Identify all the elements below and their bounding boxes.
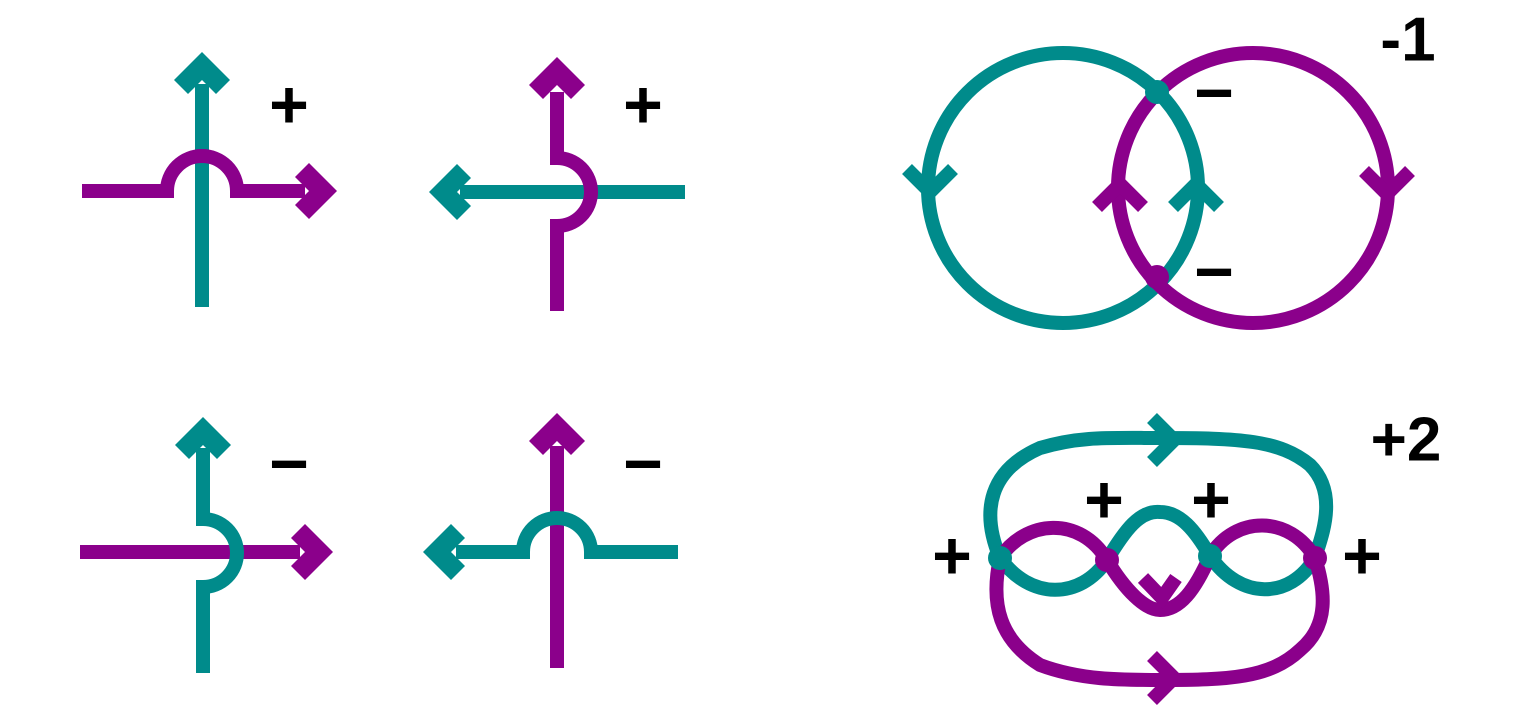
purple-outer-arc — [989, 555, 1330, 688]
purple-wave — [994, 518, 1322, 618]
crossing-positive-b: + — [429, 57, 685, 311]
crossing-dot — [1095, 548, 1119, 572]
crossing-sign: − — [1194, 234, 1234, 310]
teal-strand — [456, 511, 678, 559]
purple-arrow-down-icon — [1359, 166, 1415, 204]
teal-outer-arc — [983, 430, 1334, 561]
purple-arrowhead-up — [529, 57, 585, 99]
teal-arrow-down-icon — [902, 164, 958, 202]
crossing-sign: + — [269, 67, 309, 143]
crossing-sign: + — [1191, 462, 1231, 538]
purple-arrowhead-up — [529, 413, 585, 455]
crossing-sign: − — [269, 426, 309, 502]
teal-arrow-up-icon — [1168, 174, 1224, 212]
crossing-sign: + — [623, 67, 663, 143]
teal-arrowhead-left — [423, 524, 465, 580]
crossing-positive-a: + — [82, 52, 337, 307]
purple-strand — [82, 149, 305, 198]
crossing-dot — [1303, 546, 1327, 570]
teal-arrowhead-left — [429, 164, 471, 220]
crossing-sign: + — [1342, 518, 1382, 594]
crossing-dot — [988, 546, 1012, 570]
crossing-sign: − — [1194, 55, 1234, 131]
purple-arrow-right-icon — [1147, 651, 1184, 705]
crossing-sign: + — [1084, 462, 1124, 538]
crossing-dot — [1145, 265, 1169, 289]
crossing-dot — [1198, 544, 1222, 568]
teal-arrowhead-up — [175, 417, 231, 459]
hopf-link: − − -1 — [902, 6, 1436, 330]
purple-arrow-up-icon — [1092, 174, 1148, 212]
purple-arrowhead-right — [291, 524, 333, 580]
crossing-dot — [1145, 80, 1169, 104]
whitehead-link: + + + + +2 — [932, 406, 1442, 705]
teal-strand — [196, 448, 244, 673]
teal-arrowhead-up — [174, 52, 230, 94]
purple-arrowhead-right — [295, 163, 337, 219]
purple-arrow-icon — [1137, 573, 1182, 610]
crossing-sign: + — [932, 518, 972, 594]
crossing-negative-b: − — [423, 413, 678, 668]
teal-wave — [994, 504, 1322, 597]
crossing-negative-a: − — [80, 417, 333, 673]
linking-number: -1 — [1380, 6, 1435, 75]
crossing-sign: − — [623, 426, 663, 502]
teal-arrow-right-icon — [1147, 413, 1184, 467]
purple-strand — [550, 92, 598, 311]
linking-number: +2 — [1371, 406, 1442, 475]
